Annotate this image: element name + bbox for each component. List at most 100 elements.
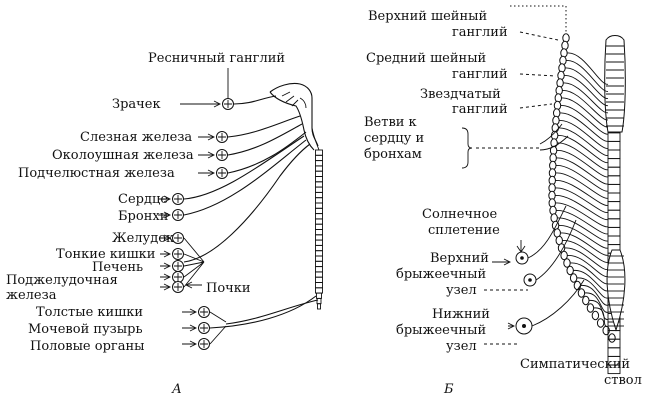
ramus <box>565 60 609 92</box>
middle-cervical-label: Средний шейный <box>366 51 486 66</box>
ramus <box>554 195 609 221</box>
cord-segment <box>607 201 621 211</box>
chain-ganglion <box>577 288 586 298</box>
ramus <box>560 105 609 135</box>
ramus <box>558 127 609 156</box>
sympathetic-trunk-label-line2: ствол <box>604 373 642 388</box>
ramus <box>556 157 609 185</box>
ramus <box>557 142 609 171</box>
solar-plexus-label: Солнечное <box>422 207 497 222</box>
ramus <box>573 270 609 292</box>
cord-segment <box>315 186 323 193</box>
cord-neck <box>311 127 320 151</box>
ramus <box>555 210 609 235</box>
genitals-label: Половые органы <box>30 339 144 354</box>
cord-segment <box>315 255 323 262</box>
cord-segment <box>607 235 621 246</box>
cord-segment <box>315 282 323 289</box>
cord-segment <box>315 176 323 183</box>
ramus <box>563 82 609 114</box>
chain-ganglion <box>558 63 566 73</box>
liver-label: Печень <box>92 260 143 275</box>
superior-cervical-label-line2: ганглий <box>452 25 508 40</box>
heart-branches-label-line3: бронхам <box>364 147 422 162</box>
superior-cervical-label: Верхний шейный <box>368 9 487 24</box>
ramus <box>557 135 609 164</box>
chain-ganglion <box>608 333 616 343</box>
ramus <box>555 187 609 213</box>
cord-segment <box>316 297 322 305</box>
organ-arrows <box>158 100 222 348</box>
parotid-gland-label: Околоушная железа <box>52 148 194 163</box>
chain-ganglion <box>549 205 557 216</box>
inferior-mesenteric-label-line3: узел <box>446 339 477 354</box>
ramus <box>584 292 609 313</box>
solar-plexus-label-line2: сплетение <box>428 223 500 238</box>
cord-segment <box>315 165 323 172</box>
cord-segment <box>607 166 621 177</box>
small-intestine-label: Тонкие кишки <box>56 247 155 262</box>
heart-branches-label: Ветви к <box>364 115 417 130</box>
nerves-a <box>183 95 319 345</box>
cord-segment <box>315 191 323 199</box>
cord-segment <box>315 218 323 225</box>
ramus <box>566 52 609 85</box>
heart-label: Сердце <box>118 192 168 207</box>
cord-segment <box>607 364 621 375</box>
spinal-cord-b <box>604 35 626 375</box>
spinal-cord-a <box>311 127 323 310</box>
panel-a-caption: А <box>171 382 182 397</box>
ramus <box>558 120 609 149</box>
chain-ganglion <box>559 55 567 66</box>
cord-segment <box>607 192 621 203</box>
inferior-mesenteric-label: Нижний <box>432 307 490 322</box>
cord-segment <box>607 158 621 168</box>
stellate-label: Звездчатый <box>420 87 501 102</box>
cord-segment <box>315 287 323 294</box>
chain-ganglion <box>566 265 574 276</box>
heart-branches-label-line2: сердцу и <box>364 131 424 146</box>
chain-ganglion <box>591 310 600 321</box>
ganglia-a <box>172 98 234 350</box>
ramus <box>558 225 609 249</box>
cord-segment <box>607 132 621 142</box>
superior-mesenteric-label: Верхний <box>430 251 489 266</box>
ramus <box>563 75 609 107</box>
superior-mesenteric-label-line2: брыжеечный <box>396 267 486 282</box>
cord-segment <box>607 226 621 237</box>
ramus <box>580 285 609 306</box>
ramus <box>561 97 609 128</box>
pupil-label: Зрачек <box>112 97 161 112</box>
superior-mesenteric-label-line3: узел <box>446 283 477 298</box>
cord-segment <box>315 160 323 167</box>
sympathetic-trunk-label: Симпатический <box>520 357 630 372</box>
ramus <box>564 247 609 270</box>
ramus <box>569 262 609 285</box>
chain-ganglion <box>586 303 595 313</box>
ramus <box>555 165 609 192</box>
cord-segment <box>315 229 323 236</box>
cord-segment <box>315 197 323 204</box>
panel-b-caption: Б <box>443 382 454 397</box>
cord-segment <box>607 209 621 220</box>
ramus <box>555 202 609 228</box>
chain-ganglion <box>582 295 590 306</box>
large-intestine-label: Толстые кишки <box>36 305 143 320</box>
cord-segment <box>607 183 621 194</box>
cord-segment <box>317 303 321 310</box>
chain-ganglion <box>569 273 578 283</box>
stomach-label: Желудок <box>112 231 174 246</box>
ramus <box>556 150 609 178</box>
ramus <box>576 277 609 299</box>
cord-segment <box>607 149 621 160</box>
ciliary-ganglion-label: Ресничный ганглий <box>148 51 285 66</box>
upper-organ <box>604 35 626 133</box>
cord-segment <box>315 207 323 215</box>
ramus <box>555 180 609 206</box>
cord-segment <box>607 347 621 357</box>
brainstem-a <box>269 82 319 151</box>
submandibular-gland-label: Подчелюстная железа <box>18 166 175 181</box>
cord-segment <box>315 276 323 283</box>
pancreas-label-line2: железа <box>6 288 57 303</box>
cord-segment <box>315 260 323 268</box>
